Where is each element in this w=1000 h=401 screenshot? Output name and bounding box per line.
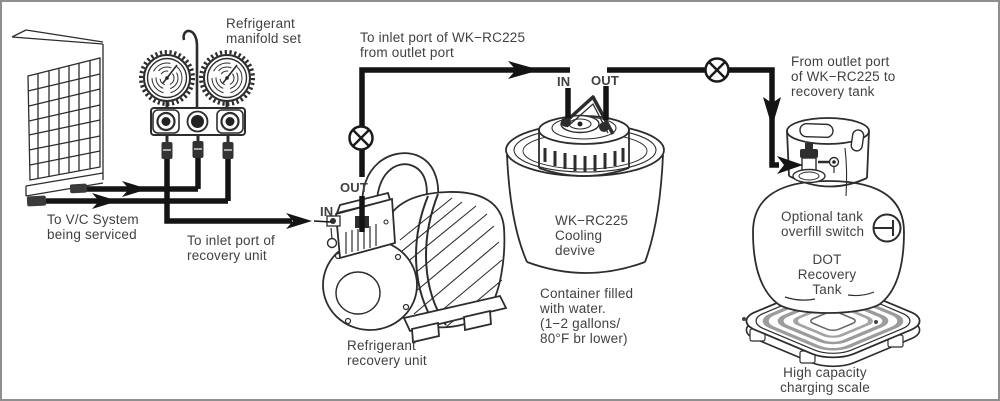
label-pump-out: OUT [340, 180, 369, 195]
arrow-icon-ac-lower [92, 193, 118, 209]
label-charging-scale: High capacity charging scale [780, 365, 870, 395]
label-cooling-device: WK−RC225 Cooling devive [555, 213, 629, 258]
manifold-set [139, 29, 255, 143]
manifold-body [150, 107, 246, 143]
label-container-note: Container filled with water. (1−2 gallon… [540, 286, 634, 346]
label-to-inlet-recovery: To inlet port of recovery unit [187, 233, 275, 263]
manifold-gauge-left [139, 50, 195, 106]
flow-arrow-icons [92, 61, 803, 229]
device-handle [560, 95, 615, 135]
label-cooler-out: OUT [591, 73, 620, 88]
label-cooler-in: IN [557, 74, 571, 89]
arrow-icon-ac-upper [122, 181, 148, 197]
pump-in-port [326, 215, 341, 249]
label-overfill-switch: Optional tank overfill switch [781, 209, 865, 239]
arrow-icon-to-cooler [508, 61, 540, 79]
valve-icon-pump-out [348, 125, 374, 151]
label-to-inlet-wk: To inlet port of WK−RC225 from outlet po… [360, 30, 526, 60]
label-pump-in: IN [320, 204, 334, 219]
manifold-gauge-right [199, 50, 255, 106]
cooling-device [538, 95, 630, 177]
arrow-icon-into-tank [777, 156, 803, 174]
pump [322, 152, 508, 344]
recovery-tank [752, 117, 905, 314]
label-from-outlet-wk: From outlet port of WK−RC225 to recovery… [791, 54, 896, 99]
arrow-icon-down-to-tank [763, 97, 781, 127]
label-recovery-unit: Refrigerant recovery unit [347, 338, 427, 368]
overfill-switch-icon [872, 213, 902, 243]
valve-icon-tank-line [704, 57, 730, 83]
hose-fittings [26, 141, 234, 207]
tank-valve [792, 143, 840, 184]
label-dot-tank: DOT Recovery Tank [797, 252, 857, 297]
hanger-hook-icon [182, 29, 199, 110]
ac-unit [11, 29, 104, 197]
label-to-vc-system: To V/C System being serviced [47, 212, 139, 242]
hose-to-pump [164, 157, 292, 224]
arrow-icon-to-pump [286, 213, 312, 229]
label-manifold-set: Refrigerant manifold set [226, 16, 302, 46]
